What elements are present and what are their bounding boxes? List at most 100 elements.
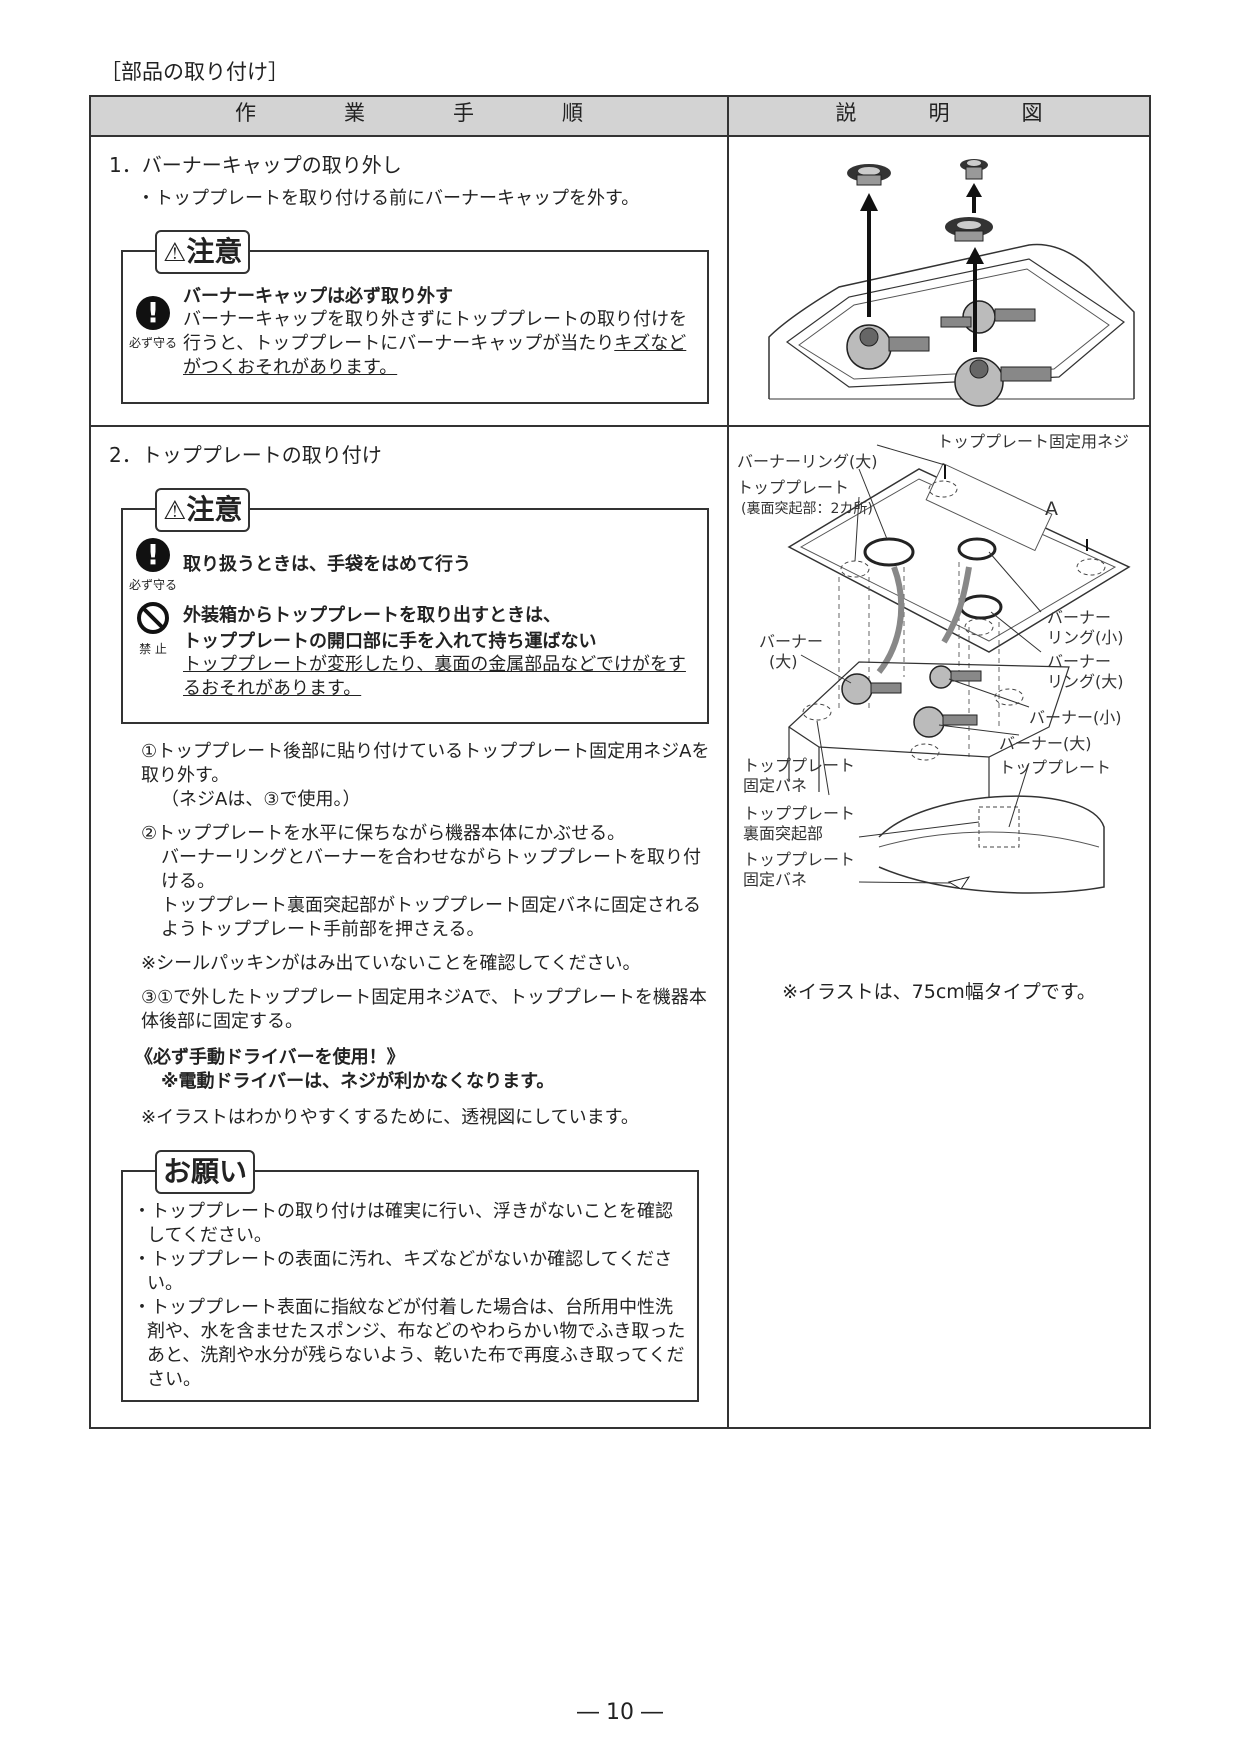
- step2-caution-line2b: トッププレートの開口部に手を入れて持ち運ばない: [183, 631, 597, 652]
- burner-cap-front: [945, 217, 993, 242]
- step1-instructions: 1．バーナーキャップの取り外し ・トッププレートを取り付ける前にバーナーキャップ…: [89, 135, 729, 427]
- prohibited-icon: [137, 602, 169, 634]
- label-top-plate: トッププレート: [737, 478, 849, 497]
- burner-cap-removal-diagram: [768, 159, 1135, 407]
- burner-cap-rear: [960, 159, 988, 180]
- header-diagram: 説明図: [727, 95, 1151, 137]
- down-arrow-icon: [941, 566, 972, 644]
- spring-marker: [928, 480, 958, 498]
- request-item: ・トッププレート表面に指紋などが付着した場合は、台所用中性洗剤や、水を含ませたス…: [133, 1297, 686, 1390]
- warning-triangle-icon: ⚠: [163, 238, 187, 268]
- note-illustration: ※イラストはわかりやすくするために、透視図にしています。: [141, 1107, 639, 1128]
- warning-triangle-icon: ⚠: [163, 496, 187, 526]
- caution-tab: ⚠注意: [155, 230, 251, 274]
- leader-lines: [800, 444, 1042, 884]
- step2-item2: ②トッププレートを水平に保ちながら機器本体にかぶせる。 バーナーリングとバーナー…: [141, 822, 717, 942]
- page-number: ― 10 ―: [577, 1700, 663, 1725]
- label-burner-large-r: バーナー(大): [999, 734, 1092, 753]
- top-plate-panel: [925, 462, 1053, 552]
- request-tab: お願い: [155, 1150, 256, 1194]
- burner-small: [929, 665, 982, 689]
- label-a: A: [1045, 498, 1058, 520]
- step1-caution-heading: バーナーキャップは必ず取り外す: [183, 286, 453, 307]
- step2-caution-prohibit-text: 外装箱からトッププレートを取り出すときは、 トッププレートの開口部に手を入れて持…: [183, 601, 707, 701]
- header-char: 説: [835, 101, 857, 125]
- label-screw: トッププレート固定用ネジ: [937, 432, 1129, 451]
- label-protrusion-b: 裏面突起部: [743, 824, 823, 843]
- step1-bullet: ・トッププレートを取り付ける前にバーナーキャップを外す。: [137, 188, 640, 209]
- burner-left: [846, 324, 930, 370]
- item2-main: ②トッププレートを水平に保ちながら機器本体にかぶせる。: [141, 823, 626, 844]
- spring-marker: [910, 743, 940, 761]
- label-burner-large-left-2: (大): [769, 652, 798, 671]
- burner-front: [954, 357, 1052, 407]
- exclamation-icon: !: [136, 296, 170, 330]
- item1-main: ①トッププレート後部に貼り付けているトッププレート固定用ネジAを取り外す。: [141, 741, 710, 786]
- up-arrow-icon: [966, 183, 982, 213]
- header-char: 順: [562, 101, 583, 125]
- burner-rear: [940, 300, 1036, 334]
- header-char: 図: [1021, 101, 1043, 125]
- label-burner-large-left-1: バーナー: [759, 632, 823, 651]
- step2-caution-line2c: トッププレートが変形したり、裏面の金属部品などでけがをするおそれがあります。: [183, 654, 686, 699]
- request-label: お願い: [163, 1155, 248, 1188]
- step1-caution-body: バーナーキャップを取り外さずにトッププレートの取り付けを行うと、トッププレートに…: [183, 308, 691, 380]
- top-plate-inner: [799, 478, 1117, 642]
- detail-spring: [947, 876, 971, 890]
- mandatory-caption: 必ず守る: [128, 578, 177, 592]
- cooktop-outline: [768, 243, 1135, 399]
- header-char: 明: [928, 101, 950, 125]
- label-top-plate-r: トッププレート: [999, 758, 1111, 777]
- step2-row: 2．トッププレートの取り付け ⚠注意 ! 必ず守る 取り扱うときは、手袋をはめて…: [89, 425, 1151, 1429]
- table-header-row: 作業手順 説明図: [89, 95, 1151, 137]
- label-spring-1b: 固定バネ: [743, 776, 807, 795]
- label-ring-small-2: リング(小): [1047, 628, 1124, 647]
- step2-caution-prohibit: 禁 止 外装箱からトッププレートを取り出すときは、 トッププレートの開口部に手を…: [123, 593, 707, 701]
- step1-caution-box: ⚠注意 ! 必ず守る バーナーキャップは必ず取り外す バーナーキャップを取り外さ…: [121, 230, 709, 404]
- header-char: 手: [453, 101, 474, 125]
- item2-sub1: バーナーリングとバーナーを合わせながらトッププレートを取り付ける。: [161, 847, 701, 892]
- step2-instructions: 2．トッププレートの取り付け ⚠注意 ! 必ず守る 取り扱うときは、手袋をはめて…: [89, 425, 729, 1429]
- detail-protrusion: [978, 806, 1020, 848]
- label-ring-large: バーナーリング(大): [737, 452, 878, 471]
- step2-caution-line2a: 外装箱からトッププレートを取り出すときは、: [183, 605, 561, 626]
- mandatory-symbol: ! 必ず守る: [123, 282, 183, 351]
- cooktop-plate: [785, 258, 1125, 388]
- step2-title: 2．トッププレートの取り付け: [109, 443, 382, 467]
- step2-caution-line1: 取り扱うときは、手袋をはめて行う: [183, 554, 471, 575]
- step1-caution-text-underlined: キズなどがつくおそれがあります。: [183, 333, 687, 378]
- driver-warning-2: ※電動ドライバーは、ネジが利かなくなります。: [161, 1071, 555, 1092]
- up-arrow-icon: [860, 193, 878, 317]
- step2-caution-mandatory: ! 必ず守る 取り扱うときは、手袋をはめて行う: [123, 510, 707, 593]
- exclamation-icon: !: [136, 538, 170, 572]
- header-procedure: 作業手順: [89, 95, 729, 137]
- mandatory-symbol: ! 必ず守る: [123, 538, 183, 593]
- cooktop-inner: [798, 268, 1110, 380]
- burner-cap-left: [847, 164, 891, 186]
- label-spring-2a: トッププレート: [743, 850, 855, 869]
- item2-sub2: トッププレート裏面突起部がトッププレート固定バネに固定されるようトッププレート手…: [161, 895, 701, 940]
- burner-large-left: [841, 673, 902, 705]
- ring-opening-large: [863, 537, 915, 567]
- ring-opening-small: [957, 537, 997, 561]
- step1-row: 1．バーナーキャップの取り外し ・トッププレートを取り付ける前にバーナーキャップ…: [89, 135, 1151, 427]
- step1-title: 1．バーナーキャップの取り外し: [109, 153, 402, 177]
- protrusion-marker: [964, 618, 994, 636]
- label-ring-large-r-1: バーナー: [1047, 652, 1111, 671]
- diagram-caption: ※イラストは、75cm幅タイプです。: [782, 981, 1096, 1003]
- caution-label: 注意: [186, 235, 243, 268]
- step1-caution-content: ! 必ず守る バーナーキャップは必ず取り外す バーナーキャップを取り外さずにトッ…: [123, 252, 707, 380]
- down-arrow-icon: [876, 565, 905, 674]
- request-item: ・トッププレートの取り付けは確実に行い、浮きがないことを確認してください。: [133, 1201, 673, 1246]
- label-ring-small-1: バーナー: [1047, 608, 1111, 627]
- request-item: ・トッププレートの表面に汚れ、キズなどがないか確認してください。: [133, 1249, 673, 1294]
- label-spring-1a: トッププレート: [743, 756, 855, 775]
- step1-diagram-cell: [727, 135, 1151, 427]
- top-plate-outline: [787, 468, 1131, 653]
- label-burner-small: バーナー(小): [1029, 708, 1122, 727]
- prohibit-symbol: 禁 止: [123, 601, 183, 657]
- top-plate-installation-diagram: トッププレート固定用ネジ バーナーリング(大) トッププレート (裏面突起部：2…: [737, 432, 1131, 894]
- label-top-plate-sub: (裏面突起部：2カ所): [741, 500, 873, 517]
- driver-warning-1: 《必ず手動ドライバーを使用！》: [135, 1047, 405, 1068]
- burner-large-front: [913, 706, 978, 738]
